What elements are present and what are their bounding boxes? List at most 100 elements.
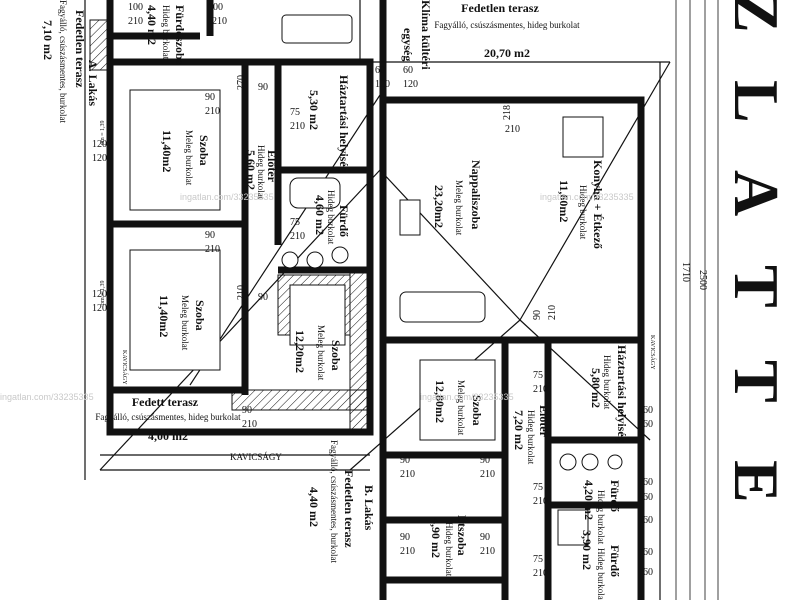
bath-a-name: Fürdő: [337, 205, 351, 237]
sink-b-1: [559, 453, 577, 471]
dim-pm-a2: pm = 1,39: [100, 280, 106, 305]
dim-90j: 90: [480, 532, 490, 543]
sink-a-1: [281, 251, 299, 269]
dim-90c: 90: [205, 230, 215, 241]
hatched-wall-a: [231, 389, 373, 411]
bed-a3: [289, 284, 346, 346]
room-klima: Klíma kültéri egység: [401, 0, 433, 70]
dining-table: [562, 116, 604, 158]
watermark-2: ingatlan.com/33235335: [180, 192, 274, 202]
dim-75c: 75: [533, 370, 543, 381]
unit-b-name: B. Lakás: [362, 485, 376, 531]
room-bath-a: Fürdő Hideg burkolat 4,60 m2: [313, 190, 351, 245]
dim-210n: 210: [533, 496, 548, 507]
dim-210c: 210: [205, 106, 220, 117]
covered-terrace-area: 4,00 m2: [148, 429, 188, 443]
dim-60g: 60: [643, 515, 653, 526]
dim-90h: 90: [480, 455, 490, 466]
wc-b-sub: Hideg burkolat: [596, 548, 606, 600]
room-a2-name: Szoba: [193, 300, 207, 331]
dim-210b: 210: [212, 16, 227, 27]
unit-b-living-wall: [379, 96, 645, 344]
dimension-labels: 100 210 100 210 90 270 90 210 75 210 120…: [92, 2, 708, 579]
room-a3-area: 12,20m2: [293, 330, 307, 373]
dim-210g: 210: [236, 285, 247, 300]
sink-a-2: [306, 251, 324, 269]
dim-75a: 75: [290, 107, 300, 118]
storage-b-area: 5,80 m2: [589, 368, 603, 408]
living-area: 23,20m2: [432, 185, 446, 228]
dim-90f: 90: [532, 310, 543, 320]
hall-a-sub: Hideg burkolat: [256, 145, 266, 200]
room-b1-area: 12,80m2: [433, 380, 447, 423]
dim-60h: 60: [643, 547, 653, 558]
covered-terrace-sub: Fagyálló, csúszásmentes, hideg burkolat: [95, 412, 241, 422]
dim-60c: 60: [643, 405, 653, 416]
dim-75e: 75: [533, 554, 543, 565]
dim-pm-a1: pm = 1,39: [100, 120, 106, 145]
bathtub-a: [289, 177, 341, 209]
dim-210j: 210: [547, 305, 558, 320]
dim-210i: 210: [505, 124, 520, 135]
room-labels: Fedetlen terasz Fagyálló, csúszásmentes,…: [41, 0, 657, 600]
roof-line-1: [99, 169, 381, 471]
bed-a2: [129, 249, 221, 371]
sink-b-2: [581, 453, 599, 471]
wc-b-name: Fürdő: [608, 545, 622, 577]
top-terrace-name: Fedetlen terasz: [461, 1, 539, 15]
roof-line-2: [379, 169, 521, 321]
dim-60i: 60: [643, 567, 653, 578]
wc-b-area: 3,90 m2: [580, 530, 594, 570]
dim-210p: 210: [400, 546, 415, 557]
dim-60a: 60: [375, 65, 385, 76]
dim-60d: 60: [643, 419, 653, 430]
dressing-sub: Hideg burkolat: [444, 522, 454, 577]
dim-120d: 120: [92, 303, 107, 314]
right-dimension-lines: [675, 0, 719, 600]
room-b1-sub: Meleg burkolat: [456, 380, 466, 436]
dim-120e: 120: [375, 79, 390, 90]
room-living: Nappaliszoba Meleg burkolat 23,20m2: [432, 160, 483, 236]
watermark-4: ingatlan.com/33235335: [540, 192, 634, 202]
watermark-3: ingatlan.com/33235335: [420, 392, 514, 402]
unit-a-name: A. Lakás: [86, 60, 100, 106]
room-top-terrace: Fedetlen terasz Fagyálló, csúszásmentes,…: [434, 1, 580, 60]
room-b1: Szoba Meleg burkolat 12,80m2: [433, 380, 484, 436]
hall-b-area: 7,20 m2: [512, 410, 526, 450]
gravel-label-left: KAVICSÁGY: [121, 350, 129, 385]
watermark-1: ingatlan.com/33235335: [0, 392, 94, 402]
bath-b-name: Fürdő: [608, 480, 622, 512]
dim-2500: 2500: [697, 270, 708, 290]
covered-terrace-name: Fedett terasz: [132, 395, 199, 409]
big-letter-4: T: [721, 265, 792, 308]
unit-b-terrace-detail: Fagyálló, csúszásmentes, burkolat: [329, 440, 339, 563]
bathroom-top-sub: Hideg burkolat: [161, 5, 171, 60]
room-hall-a: Előtér Hideg burkolat 5,60 m2: [244, 145, 279, 200]
bathroom-top-name: Fürdőszoba: [173, 5, 187, 66]
dim-210k: 210: [533, 384, 548, 395]
big-letter-1: Z: [721, 0, 792, 33]
hatched-wall-a-right: [349, 269, 371, 431]
unit-a-outer-wall: [106, 58, 374, 436]
room-a3-name: Szoba: [329, 340, 343, 371]
dim-210o: 210: [533, 568, 548, 579]
storage-a-area: 5,30 m2: [307, 90, 321, 130]
dim-218: 218: [502, 105, 513, 120]
room-a1-sub: Meleg burkolat: [184, 130, 194, 186]
gravel-label-bottom: KAVICSÁGY: [230, 452, 282, 462]
sofa-top: [281, 14, 353, 44]
roof-line-6: [519, 319, 651, 441]
dressing-area: 4,90 m2: [429, 518, 443, 558]
dim-1710: 1710: [680, 262, 691, 282]
dim-120c: 120: [92, 289, 107, 300]
roof-line-5: [519, 61, 671, 321]
big-letter-2: L: [721, 80, 792, 123]
hall-b-sub: Hideg burkolat: [526, 410, 536, 465]
bed-b1: [419, 359, 496, 441]
room-a2-sub: Meleg burkolat: [180, 295, 190, 351]
bath-a-sub: Hideg burkolat: [326, 190, 336, 245]
storage-b-sub: Hideg burkolat: [602, 355, 612, 410]
dim-210h: 210: [242, 419, 257, 430]
dim-90d: 90: [258, 292, 268, 303]
